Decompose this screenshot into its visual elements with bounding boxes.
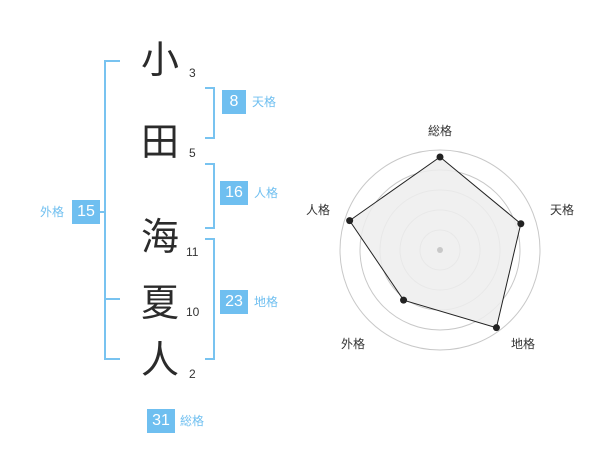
name-char-2: 田 <box>140 120 179 164</box>
gaikaku-label: 外格 <box>40 205 65 219</box>
radar-label-soukaku: 総格 <box>428 124 453 138</box>
radar-point-3 <box>492 324 500 332</box>
radar-label-tenkaku: 天格 <box>550 203 575 217</box>
radar-point-2 <box>517 220 525 228</box>
radar-polygon <box>348 156 522 329</box>
stroke-count-2: 5 <box>189 146 196 160</box>
name-char-3: 海 <box>140 215 179 259</box>
stroke-count-5: 2 <box>189 367 196 381</box>
stroke-count-3: 11 <box>186 245 199 259</box>
name-char-4: 夏 <box>140 281 179 325</box>
name-char-5: 人 <box>140 338 179 382</box>
radar-point-4 <box>400 296 408 304</box>
radar-label-gaikaku: 外格 <box>341 337 366 351</box>
chikaku-badge: 23 <box>220 290 248 314</box>
stroke-count-4: 10 <box>186 305 200 319</box>
chikaku-label: 地格 <box>254 295 279 309</box>
jinkaku-label: 人格 <box>254 186 279 200</box>
stroke-count-1: 3 <box>189 66 196 80</box>
name-char-1: 小 <box>140 38 179 82</box>
radar-center-dot <box>437 247 443 253</box>
radar-label-jinkaku: 人格 <box>306 203 331 217</box>
radar-point-5 <box>346 217 354 225</box>
soukaku-badge: 31 <box>147 409 175 433</box>
tenkaku-label: 天格 <box>252 95 277 109</box>
radar-label-chikaku: 地格 <box>511 337 536 351</box>
radar-point-1 <box>436 153 444 161</box>
soukaku-label: 総格 <box>180 414 205 428</box>
gaikaku-badge: 15 <box>72 200 100 224</box>
radar-ring <box>339 149 541 351</box>
tenkaku-badge: 8 <box>222 90 246 114</box>
jinkaku-badge: 16 <box>220 181 248 205</box>
